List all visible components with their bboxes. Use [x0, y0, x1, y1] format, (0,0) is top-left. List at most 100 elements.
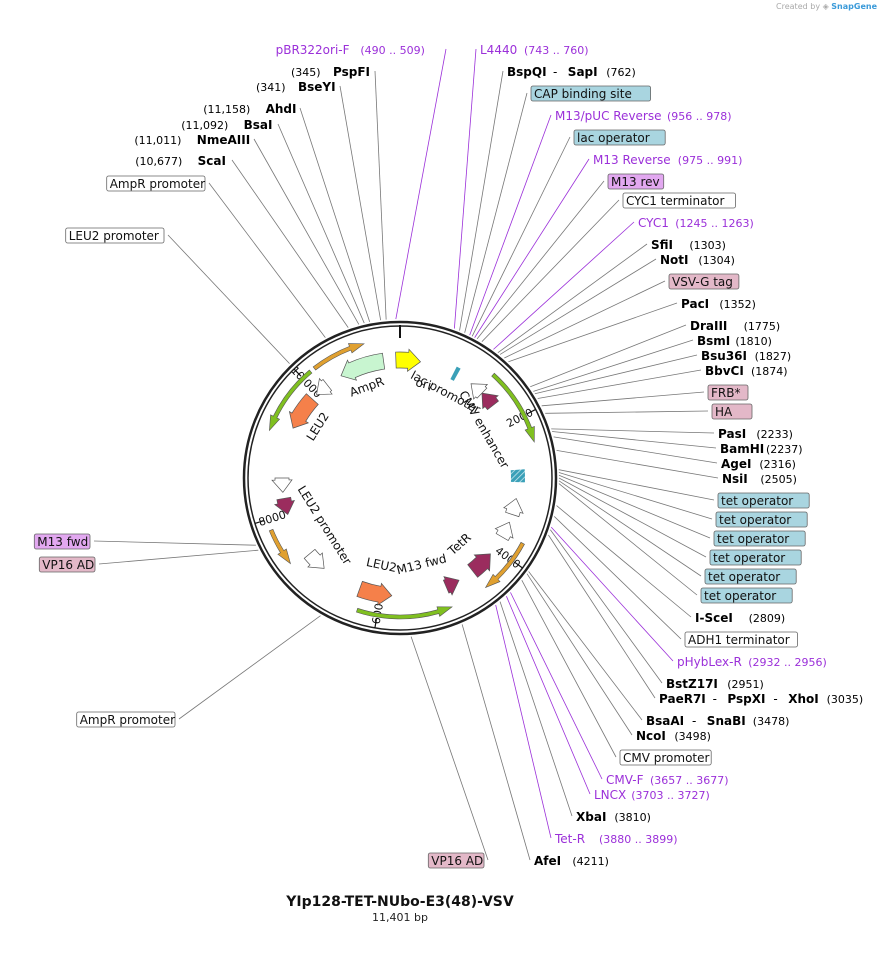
site-position: (3498) — [674, 730, 711, 743]
left-site-label: (341)BseYI — [256, 80, 336, 94]
right-site-label: DraIII(1775) — [690, 319, 780, 333]
leader-line — [339, 85, 382, 321]
orf-arrow — [312, 343, 365, 371]
right-site-label: Tet-R(3880 .. 3899) — [554, 832, 678, 846]
right-site-label: tet operator — [713, 530, 806, 547]
leader-line — [395, 48, 447, 320]
leader-line — [530, 324, 687, 388]
lac-operator-block — [450, 366, 461, 381]
feature-arrow — [271, 477, 293, 493]
site-position: (3703 .. 3727) — [631, 789, 710, 802]
site-position: (3478) — [753, 715, 790, 728]
feature-arrow — [288, 393, 319, 429]
feature-tag-text: AmpR promoter — [80, 713, 175, 727]
right-site-label: CMV promoter — [619, 749, 712, 766]
label-leader-lines — [93, 48, 719, 861]
right-site-label: PacI(1352) — [681, 297, 756, 311]
feature-tag-text: ADH1 terminator — [688, 633, 790, 647]
feature-tag-text: tet operator — [719, 513, 791, 527]
right-site-label: BsmI(1810) — [697, 334, 772, 348]
feature-tag-box — [684, 631, 798, 648]
site-name: M13 Reverse — [593, 153, 671, 167]
right-site-label: BspQI-SapI(762) — [507, 65, 636, 79]
site-position: (11,092) — [181, 119, 228, 132]
left-site-label: M13 fwd — [33, 533, 91, 550]
leader-line — [528, 571, 643, 721]
leader-line — [558, 472, 713, 520]
site-position: (1775) — [744, 320, 781, 333]
left-site-label: (10,677) ScaI — [135, 154, 226, 168]
site-name: Tet-R — [554, 832, 585, 846]
feature-arrow — [395, 348, 422, 372]
feature-arrow — [356, 580, 393, 606]
right-site-label: lac operator — [573, 129, 666, 146]
site-name: BsaI — [244, 118, 273, 132]
site-name: AgeI — [721, 457, 751, 471]
site-separator: - — [713, 692, 717, 706]
left-site-label: VP16 AD — [427, 852, 485, 869]
site-position: (1810) — [735, 335, 772, 348]
right-site-label: pHybLex-R(2932 .. 2956) — [677, 655, 827, 669]
leader-line — [178, 615, 321, 720]
right-site-label: tet operator — [700, 587, 793, 604]
site-position: (3035) — [827, 693, 864, 706]
left-site-label: (11,158)AhdI — [203, 102, 296, 116]
site-position: (2237) — [766, 443, 803, 456]
feature-tag-text: lac operator — [577, 131, 650, 145]
site-name: XhoI — [788, 692, 819, 706]
right-site-label: CAP binding site — [530, 85, 651, 102]
feature-arrow — [303, 548, 325, 569]
feature-arrow — [273, 496, 295, 516]
site-position: (975 .. 991) — [678, 154, 743, 167]
leader-line — [556, 505, 692, 618]
feature-arrow — [467, 553, 491, 578]
feature-tag-box — [530, 85, 651, 102]
site-position: (345) — [291, 66, 321, 79]
snapgene-credit: Created by ◈ SnapGene — [776, 2, 877, 11]
feature-tag-box — [607, 173, 665, 190]
feature-tag-text: M13 fwd — [37, 535, 88, 549]
feature-arrow — [340, 352, 386, 381]
site-position: (2316) — [759, 458, 796, 471]
leader-line — [534, 354, 698, 395]
site-position: (3657 .. 3677) — [650, 774, 729, 787]
ruler-tick-label: 8000 — [257, 508, 288, 529]
right-site-label: HA — [711, 403, 753, 420]
leader-line — [277, 123, 365, 324]
leader-line — [508, 302, 678, 363]
site-name: BspQI — [507, 65, 547, 79]
site-name: XbaI — [576, 810, 606, 824]
site-name: LNCX — [594, 788, 626, 802]
site-position: (10,677) — [135, 155, 182, 168]
feature-tag-text: VP16 AD — [431, 854, 483, 868]
leader-line — [208, 182, 326, 338]
feature-tag-box — [700, 587, 793, 604]
left-site-label: (11,092) BsaI — [181, 118, 272, 132]
site-position: (490 .. 509) — [360, 44, 425, 57]
site-name: PasI — [718, 427, 746, 441]
right-site-label: tet operator — [717, 492, 810, 509]
site-name: AfeI — [534, 854, 561, 868]
leader-line — [504, 280, 666, 359]
feature-tag-text: tet operator — [708, 570, 780, 584]
orf-arrow — [269, 369, 313, 432]
leader-line — [374, 70, 387, 320]
right-site-label: AgeI (2316) — [721, 457, 796, 471]
site-name: PspXI — [727, 692, 765, 706]
site-name: PspFI — [333, 65, 370, 79]
ruler-tick — [293, 368, 302, 377]
leader-line — [545, 410, 709, 414]
feature-tag-box — [715, 511, 808, 528]
site-position: (2505) — [760, 473, 797, 486]
leader-line — [499, 258, 657, 355]
leader-line — [497, 243, 648, 354]
leader-line — [481, 199, 620, 342]
right-site-label: XbaI(3810) — [576, 810, 651, 824]
right-site-label: CYC1 terminator — [622, 192, 736, 209]
site-position: (341) — [256, 81, 286, 94]
leader-line — [476, 180, 605, 340]
site-name: ScaI — [198, 154, 226, 168]
feature-tag-box — [713, 530, 806, 547]
right-site-label: M13 rev — [607, 173, 665, 190]
site-name: BbvCI — [705, 364, 744, 378]
